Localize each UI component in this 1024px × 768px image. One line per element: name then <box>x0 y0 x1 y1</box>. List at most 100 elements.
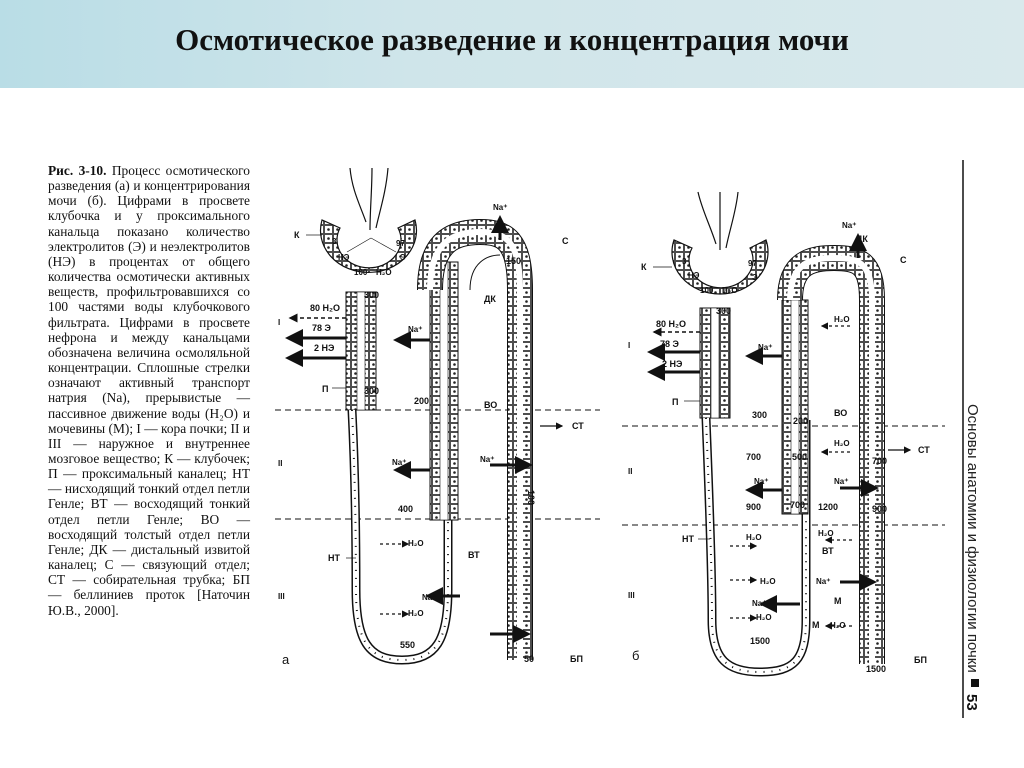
label-b-e: Э <box>752 273 758 282</box>
label-a-550: 550 <box>400 640 415 650</box>
label-b-h2o5: H₂O <box>756 613 772 622</box>
caption-label: Рис. 3-10. <box>48 163 107 178</box>
glom-divider <box>370 237 397 253</box>
thick-lumen <box>439 261 449 521</box>
label-b-zone3: III <box>628 591 635 600</box>
glomerulus-capsule <box>319 219 418 273</box>
label-b-1500a: 1500 <box>750 636 770 646</box>
label-b-300b: 300 <box>752 410 767 420</box>
label-a-ne2: 2 НЭ <box>314 343 335 353</box>
label-b-h2o3: H₂O <box>746 533 762 542</box>
label-b-700c: 700 <box>790 500 805 510</box>
label-b-700a: 700 <box>746 452 761 462</box>
label-a-zone1: I <box>278 318 280 327</box>
page-square-icon <box>971 679 979 687</box>
label-b-e97: 97 <box>748 259 757 268</box>
label-a-50: 50 <box>524 654 534 664</box>
label-a-100: 100 <box>526 490 536 505</box>
page-number: 53 <box>963 694 980 711</box>
label-b-zone1: I <box>628 341 630 350</box>
label-b-200: 200 <box>793 416 808 426</box>
label-b-na4: Na⁺ <box>752 599 766 608</box>
label-b-dk: ДК <box>856 234 868 244</box>
caption-text: Процесс осмотического разведения (а) и к… <box>48 163 250 618</box>
label-a-p: П <box>322 384 328 394</box>
label-a-bp: БП <box>570 654 583 664</box>
loop-b-inner <box>703 417 809 676</box>
proximal-lumen <box>356 291 366 411</box>
label-b-900a: 900 <box>746 502 761 512</box>
glom-divider <box>346 237 372 253</box>
label-b-st: СТ <box>918 445 930 455</box>
side-text: Основы анатомии и физиологии почки <box>964 404 981 673</box>
label-b-h2o2: H₂O <box>834 439 850 448</box>
label-b-vt: ВТ <box>822 546 834 556</box>
label-b-h2o4: H₂O <box>760 577 776 586</box>
label-a-nt: НТ <box>328 553 340 563</box>
label-a-na2: Na⁺ <box>392 458 406 467</box>
label-b-h2o6: H₂O <box>818 529 834 538</box>
label-a-ne: НЭ <box>338 253 350 262</box>
label-a-st: СТ <box>572 421 584 431</box>
label-a-zone2: II <box>278 459 282 468</box>
label-b-zone2: II <box>628 467 632 476</box>
label-b-500: 500 <box>792 452 807 462</box>
panel-label-a: а <box>282 652 290 667</box>
label-b-700b: 700 <box>872 456 887 466</box>
label-b-1200: 1200 <box>818 502 838 512</box>
label-a-e78: 78 Э <box>312 323 332 333</box>
label-b-ne2: 2 НЭ <box>662 359 683 369</box>
label-b-na3: Na⁺ <box>834 477 848 486</box>
label-b-vo: ВО <box>834 408 847 418</box>
label-a-h2o2: H₂O <box>408 609 424 618</box>
label-a-na1: Na⁺ <box>408 325 422 334</box>
label-a-e: Э <box>400 253 406 262</box>
label-a-k: К <box>294 230 300 240</box>
figure-caption: Рис. 3-10. Процесс осмотического разведе… <box>48 163 250 618</box>
label-b-m1: М <box>834 596 842 606</box>
label-a-150: 150 <box>506 256 521 266</box>
label-a-h80: 80 H₂O <box>310 303 340 313</box>
panel-label-b: б <box>632 648 639 663</box>
label-b-h2o1: H₂O <box>834 315 850 324</box>
thick-lumen-b <box>790 299 800 515</box>
slide-title: Осмотическое разведение и концентрация м… <box>175 22 849 57</box>
label-b-p: П <box>672 397 678 407</box>
label-a-c: С <box>562 236 569 246</box>
distal-arch-b-lumen <box>787 254 875 664</box>
label-a-vt: ВТ <box>468 550 480 560</box>
afferent-vessels <box>349 167 389 231</box>
label-b-na1: Na⁺ <box>758 343 772 352</box>
label-a-zone3: III <box>278 592 285 601</box>
label-a-na4: Na⁺ <box>480 455 494 464</box>
diagram-a: К 3 НЭ 97 Э 100 H₂O 300 80 H₂O 78 Э 2 НЭ… <box>275 167 600 667</box>
label-b-1500b: 1500 <box>866 664 886 674</box>
label-a-dk: ДК <box>484 294 496 304</box>
diagram-b: К 3 НЭ 97 Э 100 H₂O 300 80 H₂O 78 Э 2 НЭ… <box>622 191 945 677</box>
thin-limb-dots <box>351 409 449 662</box>
label-a-na3: Na⁺ <box>422 593 436 602</box>
label-b-k: К <box>641 262 647 272</box>
label-b-900b: 900 <box>872 504 887 514</box>
label-b-ne: НЭ <box>688 271 700 280</box>
label-b-glom-100: 100 <box>700 286 714 295</box>
title-bar <box>0 0 1024 88</box>
label-b-e3: 3 <box>682 257 687 266</box>
label-b-h80: 80 H₂O <box>656 319 686 329</box>
label-a-h2o1: H₂O <box>408 539 424 548</box>
label-b-bp: БП <box>914 655 927 665</box>
label-a-400: 400 <box>398 504 413 514</box>
label-a-vo: ВО <box>484 400 497 410</box>
label-a-na-top: Na⁺ <box>493 203 507 212</box>
label-a-glom-100: 100 <box>354 268 368 277</box>
proximal-lumen-b <box>710 307 720 419</box>
label-a-e3: 3 <box>332 237 337 246</box>
label-b-h2o7: H₂O <box>830 621 846 630</box>
label-b-e78: 78 Э <box>660 339 680 349</box>
label-a-200: 200 <box>414 396 429 406</box>
afferent-vessels-b <box>697 191 739 250</box>
label-b-m2: М <box>812 620 820 630</box>
label-a-300a: 300 <box>364 290 379 300</box>
glomerulus-capsule-b <box>671 239 769 295</box>
